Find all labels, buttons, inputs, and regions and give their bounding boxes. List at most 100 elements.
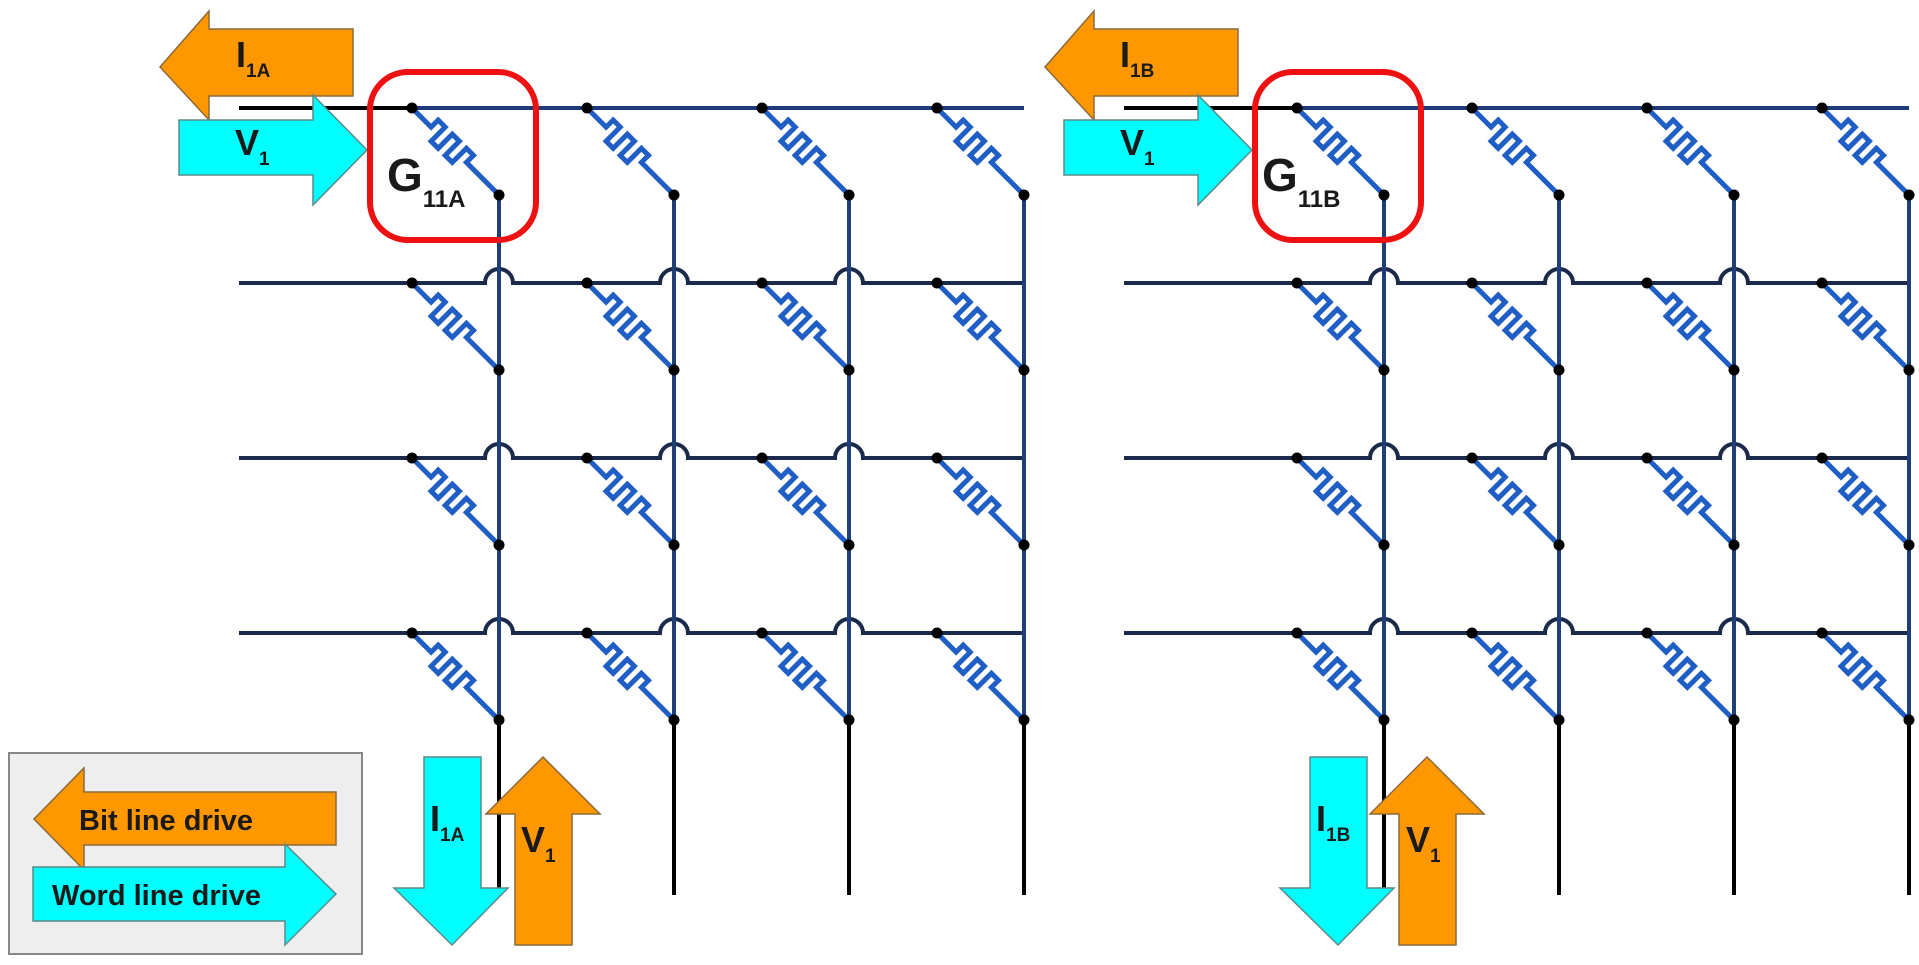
- node: [581, 627, 593, 639]
- memristor-4-3: [760, 631, 851, 722]
- node: [843, 539, 855, 551]
- node: [581, 102, 593, 114]
- node: [1378, 714, 1390, 726]
- node: [1018, 539, 1030, 551]
- node: [1466, 627, 1478, 639]
- crossbar-grid-a: [239, 102, 1030, 895]
- node: [668, 189, 680, 201]
- node: [668, 539, 680, 551]
- bitline-drive-arrow-column-b: [1368, 755, 1486, 946]
- wordline-drive-arrow-row-b: [1063, 93, 1254, 207]
- node: [1553, 539, 1565, 551]
- node: [1728, 189, 1740, 201]
- node: [931, 627, 943, 639]
- memristor-1-2: [585, 106, 676, 197]
- column-current-label-b: I1B: [1316, 798, 1350, 846]
- node: [756, 277, 768, 289]
- node: [1903, 539, 1915, 551]
- node: [493, 364, 505, 376]
- node: [1553, 714, 1565, 726]
- column-voltage-label-a: V1: [521, 819, 556, 867]
- node: [493, 189, 505, 201]
- node: [668, 364, 680, 376]
- memristor-2-1: [410, 281, 501, 372]
- node: [1466, 102, 1478, 114]
- node: [1728, 539, 1740, 551]
- legend-box: [8, 752, 363, 955]
- memristor-3-4: [1820, 456, 1911, 547]
- node: [843, 364, 855, 376]
- node: [1903, 714, 1915, 726]
- memristor-4-2: [1470, 631, 1561, 722]
- column-voltage-label-b: V1: [1406, 819, 1441, 867]
- node: [581, 452, 593, 464]
- crossbar-array-b: I1B V1 G11B I1B V1: [1043, 9, 1915, 947]
- legend-wordline-drive-arrow: [32, 842, 338, 947]
- node: [406, 452, 418, 464]
- node: [756, 102, 768, 114]
- node: [1816, 627, 1828, 639]
- memristor-2-3: [760, 281, 851, 372]
- node: [1018, 189, 1030, 201]
- node: [668, 714, 680, 726]
- memristor-2-2: [1470, 281, 1561, 372]
- node: [493, 539, 505, 551]
- memristor-3-2: [585, 456, 676, 547]
- node: [1378, 189, 1390, 201]
- wordline-drive-arrow-row-a: [178, 93, 369, 207]
- memristor-1-3: [1645, 106, 1736, 197]
- memristor-4-3: [1645, 631, 1736, 722]
- node: [1641, 277, 1653, 289]
- legend: Bit line drive Word line drive: [8, 752, 363, 955]
- node: [1466, 277, 1478, 289]
- node: [1291, 277, 1303, 289]
- memristor-1-2: [1470, 106, 1561, 197]
- memristor-2-1: [1295, 281, 1386, 372]
- memristor-1-1: [410, 106, 501, 197]
- node: [1466, 452, 1478, 464]
- wordline-drive-arrow-column-b: [1278, 756, 1396, 947]
- row-voltage-label-b: V1: [1120, 122, 1155, 170]
- wordline-drive-arrow-column-a: [392, 756, 510, 947]
- row-voltage-label-a: V1: [235, 122, 270, 170]
- node: [1728, 364, 1740, 376]
- node: [1018, 714, 1030, 726]
- highlighted-conductance-label-a: G11A: [387, 149, 465, 213]
- node: [493, 714, 505, 726]
- row-current-label-b: I1B: [1120, 34, 1154, 82]
- node: [1378, 539, 1390, 551]
- row-current-label-a: I1A: [236, 34, 271, 82]
- node: [406, 627, 418, 639]
- node: [581, 277, 593, 289]
- node: [1378, 364, 1390, 376]
- node: [406, 277, 418, 289]
- word-line-2: [1124, 267, 1909, 285]
- word-line-4: [239, 617, 1024, 635]
- memristor-3-1: [1295, 456, 1386, 547]
- node: [931, 452, 943, 464]
- node: [756, 452, 768, 464]
- memristor-1-4: [935, 106, 1026, 197]
- word-line-3: [1124, 442, 1909, 460]
- node: [1641, 452, 1653, 464]
- memristor-1-3: [760, 106, 851, 197]
- highlighted-cell-box-b: [1252, 69, 1424, 243]
- bitline-drive-arrow-column-a: [484, 755, 602, 946]
- memristor-4-4: [935, 631, 1026, 722]
- memristor-4-2: [585, 631, 676, 722]
- memristor-2-4: [1820, 281, 1911, 372]
- memristor-1-1: [1295, 106, 1386, 197]
- crossbar-array-a: I1A V1 G11A I1A V1: [158, 9, 1030, 947]
- node: [1903, 364, 1915, 376]
- node: [1291, 627, 1303, 639]
- crossbar-grid-b: [1124, 102, 1915, 895]
- node: [756, 627, 768, 639]
- memristor-2-4: [935, 281, 1026, 372]
- node: [1903, 189, 1915, 201]
- node: [1816, 102, 1828, 114]
- memristor-4-1: [1295, 631, 1386, 722]
- node: [1291, 452, 1303, 464]
- legend-bitline-drive-label: Bit line drive: [79, 805, 253, 837]
- word-line-3: [239, 442, 1024, 460]
